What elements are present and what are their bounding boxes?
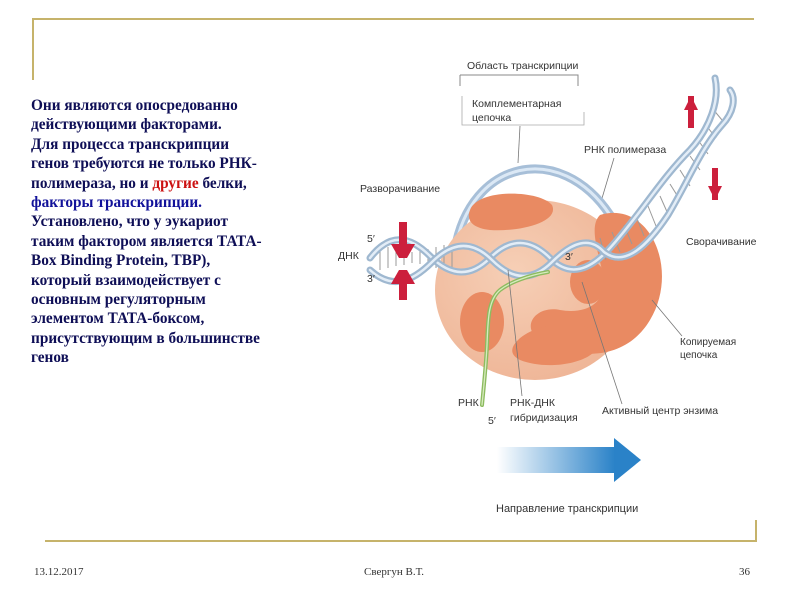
rewinding-arrow-head xyxy=(684,96,698,110)
complementary-bracket xyxy=(461,96,585,126)
direction-arrow-head xyxy=(614,438,641,482)
frame-top-line xyxy=(32,18,754,20)
label-3-prime-inner: 3′ xyxy=(565,251,573,263)
enzyme-bottom-lobe xyxy=(512,324,600,366)
label-3-prime: 3′ xyxy=(367,273,375,285)
rewinding-arrows xyxy=(684,96,722,200)
text-line: Они являются опосредованно xyxy=(31,97,238,114)
direction-arrow-body xyxy=(497,447,615,473)
text-line: Для процесса транскрипции xyxy=(31,135,230,153)
label-5-prime: 5′ xyxy=(367,233,375,245)
frame-right-line xyxy=(755,520,757,542)
strand-highlight xyxy=(453,167,612,252)
enzyme-left-lobe xyxy=(460,292,504,352)
label-dna: ДНК xyxy=(338,250,360,262)
frame-bottom-line xyxy=(45,540,757,542)
leader-line xyxy=(581,281,623,405)
strand-highlight xyxy=(368,88,735,283)
text-line: который взаимодействует с xyxy=(31,271,221,289)
text-line: основным регуляторным xyxy=(31,291,206,309)
leader-line xyxy=(651,299,683,337)
text-fragment: белки, xyxy=(198,174,247,192)
frame-left-line xyxy=(32,18,34,80)
label-hybridization: РНК-ДНК xyxy=(510,397,556,409)
label-complementary: Комплементарная xyxy=(472,98,561,110)
text-line: присутствующим в большинстве xyxy=(31,329,260,347)
label-rna-5-prime: 5′ xyxy=(488,415,496,427)
unwinding-arrow-head xyxy=(391,244,415,258)
enzyme-right-lobe xyxy=(530,212,662,354)
label-template: Копируемая xyxy=(680,337,736,348)
highlight-blue-line: факторы транскрипции. xyxy=(31,194,202,212)
leader-line xyxy=(507,269,523,397)
footer-date: 13.12.2017 xyxy=(34,566,84,578)
label-rewinding: Сворачивание xyxy=(686,236,757,248)
label-hybridization: гибридизация xyxy=(510,412,578,424)
label-complementary: цепочка xyxy=(472,112,511,124)
text-line: генов требуются не только РНК- xyxy=(31,155,257,173)
text-line: Установлено, что у эукариот xyxy=(31,213,228,231)
leader-line xyxy=(599,157,615,206)
dna-double-helix xyxy=(366,74,737,285)
rewinding-arrow-head xyxy=(708,186,722,200)
enzyme-top-lobe xyxy=(468,193,554,231)
label-rna-polymerase: РНК полимераза xyxy=(584,144,666,156)
footer-author: Свергун В.Т. xyxy=(364,566,424,578)
bracket-line xyxy=(459,74,579,86)
footer-page-number: 36 xyxy=(739,566,750,578)
label-transcription-region-text: Область транскрипции xyxy=(467,60,579,72)
label-unwinding: Разворачивание xyxy=(360,183,440,195)
leader-line xyxy=(517,125,521,164)
label-active-site: Активный центр энзима xyxy=(602,405,718,417)
rna-highlight xyxy=(481,271,549,406)
highlight-red-word: другие xyxy=(152,174,199,192)
text-line: полимераза, но и другие белки, xyxy=(31,174,331,193)
body-text: Они являются опосредованно действующими … xyxy=(31,96,331,368)
text-line: таким фактором является ТАТА- xyxy=(31,232,262,250)
transcription-direction-arrow xyxy=(497,438,641,482)
transcription-diagram: Область транскрипции Комплементарная цеп… xyxy=(338,60,757,515)
text-line: Box Binding Protein, TBP), xyxy=(31,252,211,270)
unwinding-arrow-head xyxy=(391,270,415,284)
unwinding-arrows xyxy=(391,222,415,300)
text-line: действующими факторами. xyxy=(31,116,222,134)
label-rna: РНК xyxy=(458,397,480,409)
label-transcription-region: Область транскрипции xyxy=(459,60,579,86)
label-direction: Направление транскрипции xyxy=(496,503,638,515)
label-template: цепочка xyxy=(680,350,718,361)
text-line: генов xyxy=(31,349,69,367)
text-fragment: полимераза, но и xyxy=(31,174,153,192)
text-line: элементом ТАТА-боксом, xyxy=(31,310,205,328)
